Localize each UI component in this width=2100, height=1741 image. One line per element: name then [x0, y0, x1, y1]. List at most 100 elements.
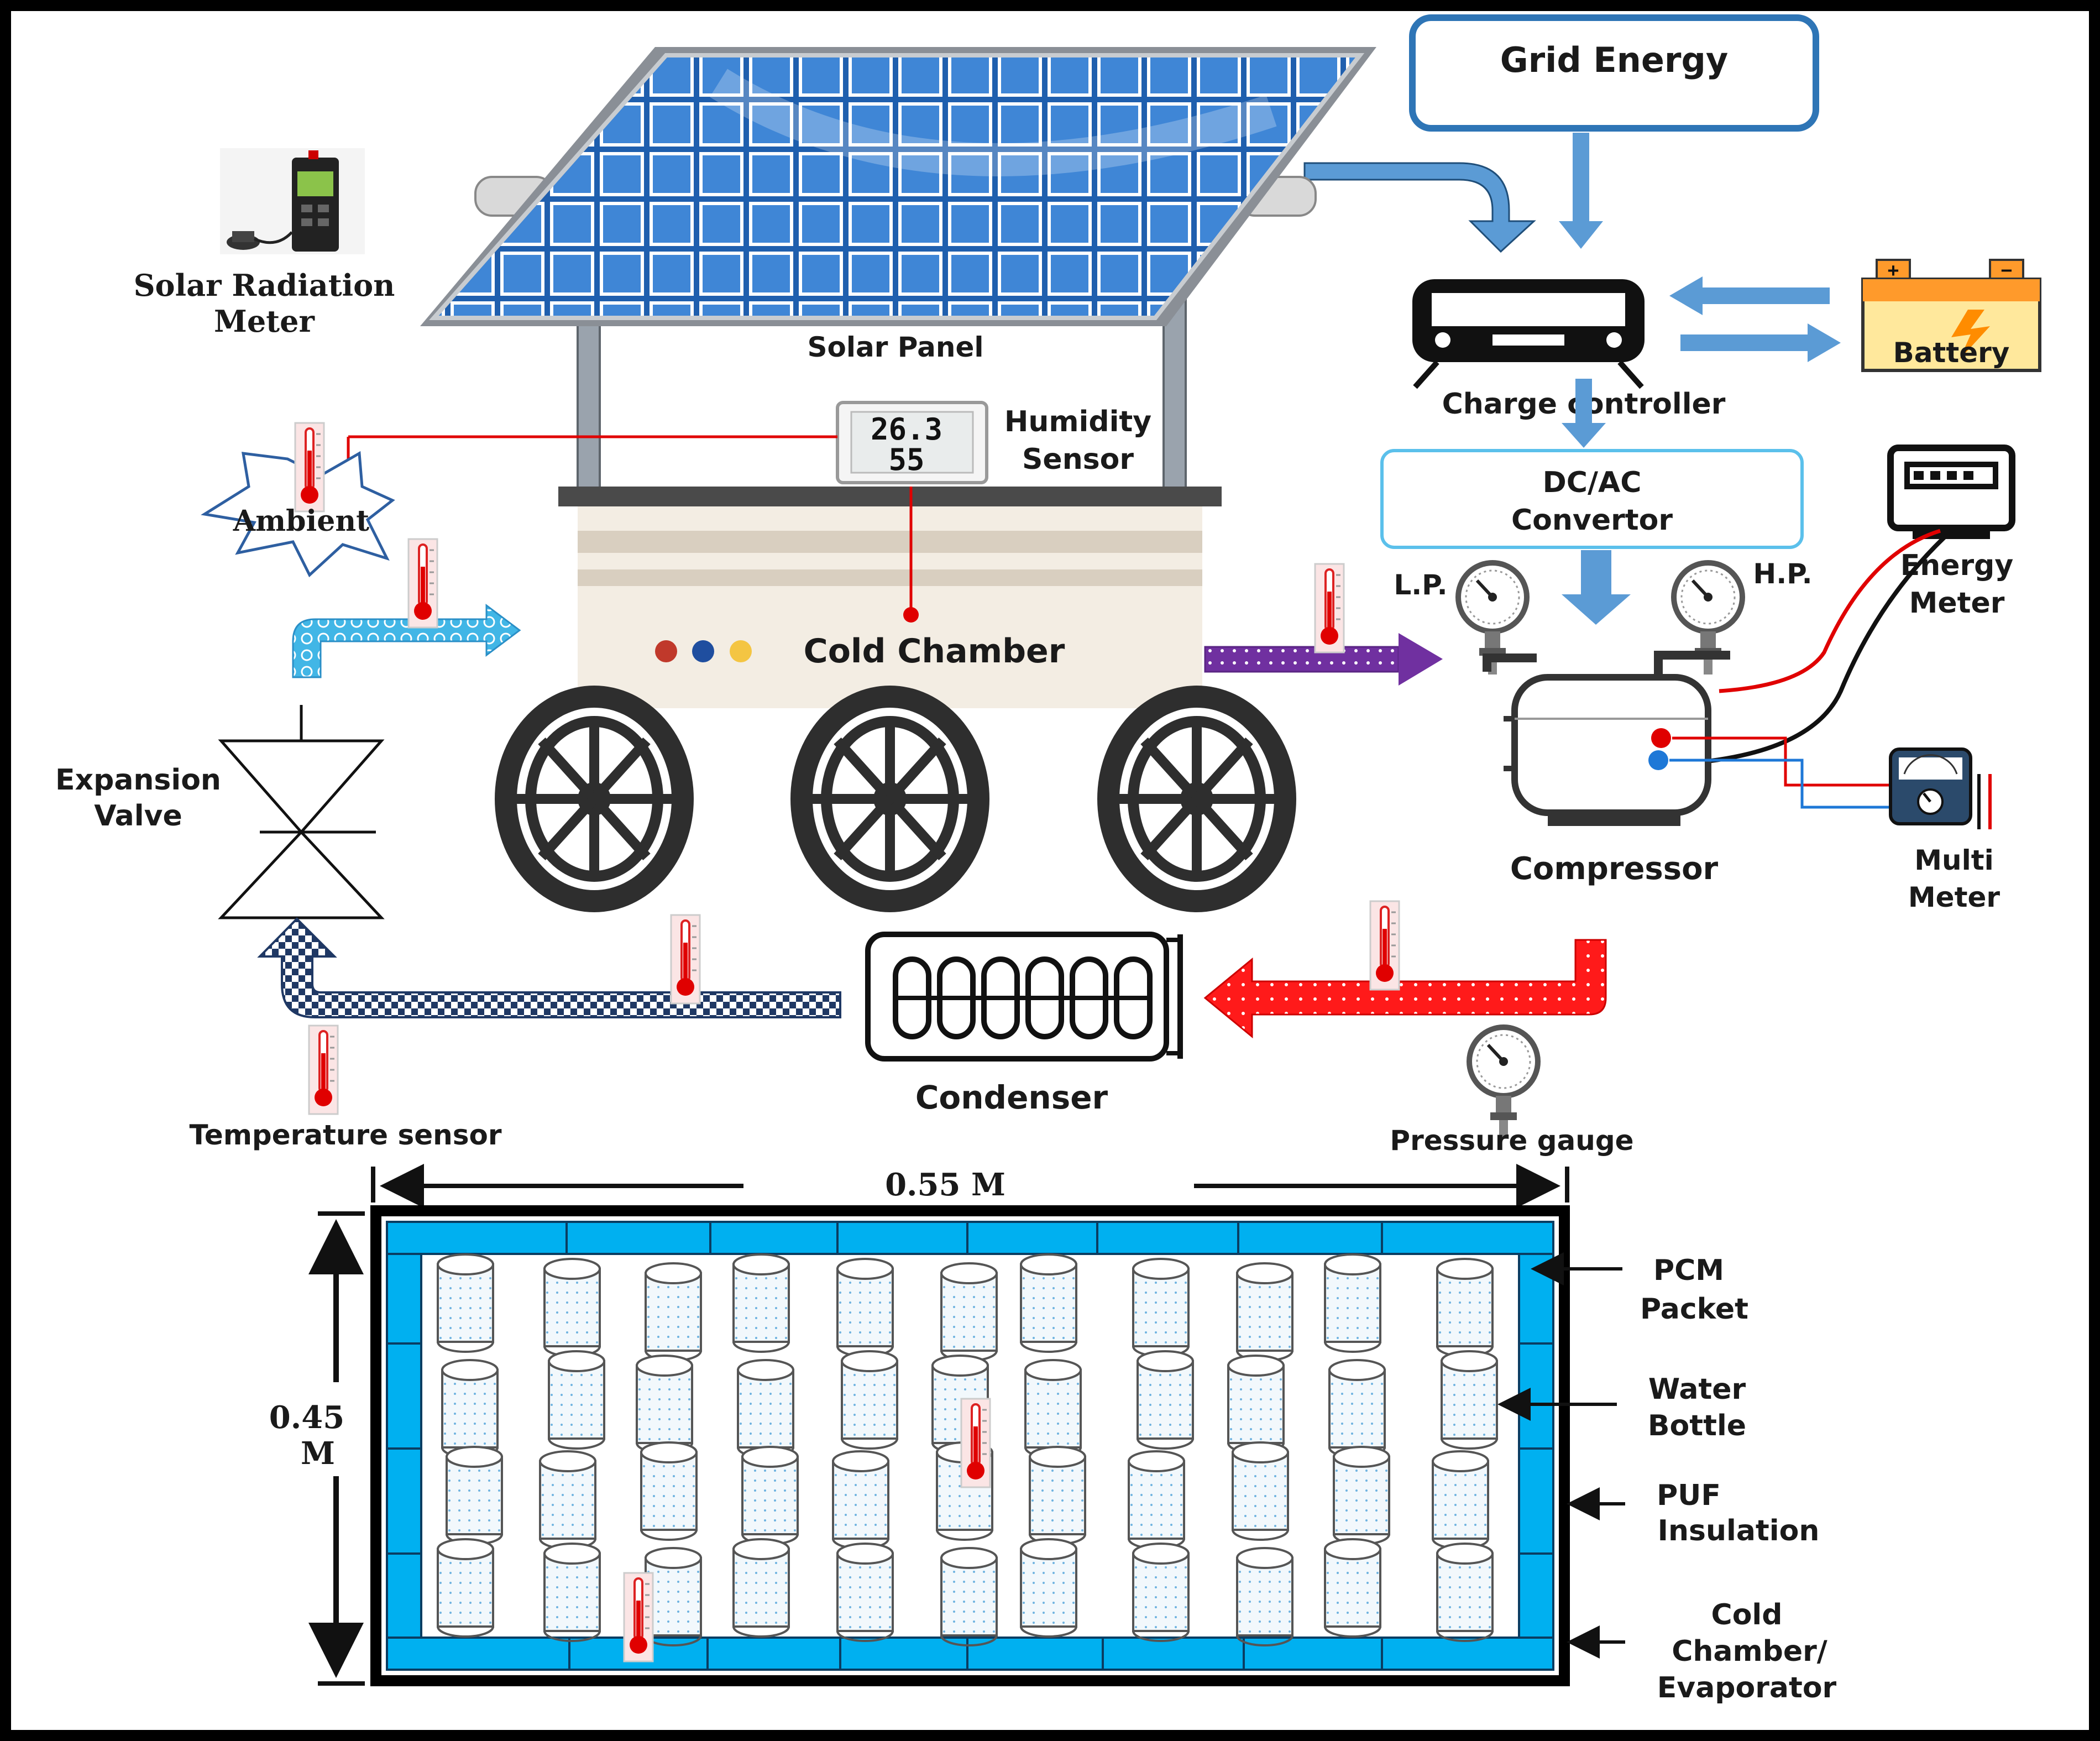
water-bottle: [940, 1262, 998, 1362]
battery-to-controller-arrow: [1669, 276, 1830, 315]
water-bottle: [836, 1258, 894, 1357]
puf-label-line2: Insulation: [1658, 1514, 1820, 1547]
bottle-thermometer-icon: [960, 1398, 991, 1488]
pressure-gauge-legend-icon: [1469, 1027, 1538, 1139]
indicator-blue-dot: [692, 640, 714, 662]
multimeter-label-line1: Multi: [1914, 844, 1994, 876]
water-bottle: [1328, 1359, 1386, 1458]
expansion-valve-icon: [218, 705, 385, 919]
valve-to-chamber-arrow: [292, 604, 521, 678]
cold-chamber-label: Cold Chamber: [804, 632, 1065, 671]
water-bottle: [1324, 1253, 1381, 1353]
hygrometer-temp-readout: 26.3: [871, 412, 942, 447]
water-bottle: [543, 1543, 601, 1642]
indicator-red-dot: [655, 640, 677, 662]
solar-radiation-meter-label-line2: Meter: [214, 304, 315, 339]
svg-text:+: +: [1888, 259, 1899, 281]
multimeter-icon: [1889, 747, 1992, 829]
valve-outlet-thermometer-icon: [407, 538, 438, 629]
multimeter-label-line2: Meter: [1908, 881, 2000, 913]
dcac-label-line1: DC/AC: [1543, 466, 1642, 499]
expansion-valve-label-line1: Expansion: [55, 764, 221, 797]
temperature-sensor-label: Temperature sensor: [189, 1119, 501, 1151]
black-wire-energy-meter: [1691, 529, 1953, 765]
ambient-thermometer-icon: [294, 422, 325, 513]
pcm-label-line1: PCM: [1653, 1254, 1724, 1287]
water-bottle: [441, 1359, 499, 1458]
water-bottle: [1137, 1350, 1194, 1450]
water-bottle: [741, 1446, 799, 1545]
water-bottle: [1024, 1359, 1082, 1458]
cart-wheel-right: [1097, 686, 1296, 912]
evaporator-label-line2: Chamber/: [1672, 1635, 1827, 1668]
discharge-thermometer-icon: [1369, 900, 1400, 991]
evaporator-label-line1: Cold: [1711, 1598, 1783, 1632]
water-bottle: [1236, 1262, 1293, 1362]
liquid-line-thermometer-icon: [670, 914, 701, 1005]
svg-text:−: −: [2001, 259, 2012, 281]
charge-controller-icon: [1412, 279, 1645, 389]
water-bottle: [1432, 1450, 1489, 1550]
height-dimension-label-line1: 0.45: [269, 1399, 344, 1436]
water-bottle: [832, 1450, 889, 1550]
compressor-label: Compressor: [1510, 851, 1719, 887]
water-bottle: [437, 1538, 494, 1638]
dcac-convertor-box: DC/AC Convertor: [1380, 449, 1804, 549]
water-bottle: [1236, 1547, 1293, 1646]
energy-meter-icon: [1887, 445, 2015, 539]
water-bottle: [1232, 1441, 1289, 1541]
humidity-sensor-label-line2: Sensor: [1022, 443, 1134, 476]
ambient-label: Ambient: [233, 504, 369, 538]
grid-energy-label: Grid Energy: [1500, 40, 1729, 80]
indicator-yellow-dot: [730, 640, 752, 662]
solar-radiation-meter-icon: [220, 148, 365, 254]
condenser-icon: [865, 932, 1183, 1062]
battery-icon: + − Battery: [1861, 259, 2041, 372]
controller-to-battery-arrow: [1680, 323, 1841, 362]
water-bottle-label-line1: Water: [1648, 1373, 1746, 1406]
water-bottle: [1132, 1543, 1190, 1642]
water-bottle: [1441, 1350, 1498, 1450]
lp-label: L.P.: [1394, 569, 1447, 601]
expansion-valve-label-line2: Valve: [94, 799, 182, 833]
cart-body: [558, 487, 1222, 708]
convertor-to-compressor-arrow: [1562, 550, 1631, 625]
compressor-to-condenser-arrow: [1203, 939, 1607, 1039]
hygrometer-humidity-readout: 55: [888, 442, 924, 477]
water-bottle: [1436, 1258, 1494, 1357]
battery-label: Battery: [1893, 337, 2010, 369]
water-bottle: [1324, 1538, 1381, 1638]
humidity-sensor-icon: 26.3 55: [836, 401, 988, 484]
chamber-to-compressor-arrow: [1204, 633, 1443, 686]
suction-thermometer-icon: [1314, 563, 1345, 653]
water-bottle: [539, 1450, 596, 1550]
solar-panel-label: Solar Panel: [808, 331, 984, 363]
width-dimension: [371, 1164, 1569, 1208]
solar-panel-frame: [420, 47, 1376, 493]
pressure-gauge-label: Pressure gauge: [1390, 1125, 1633, 1157]
water-bottle: [446, 1446, 503, 1545]
humidity-probe-dot: [903, 607, 919, 623]
water-bottle: [1029, 1446, 1086, 1545]
blue-wire-multimeter: [1669, 759, 1890, 809]
water-bottle-label-line2: Bottle: [1648, 1409, 1746, 1442]
controller-to-convertor-arrow: [1562, 379, 1606, 448]
hp-label: H.P.: [1753, 558, 1812, 590]
grid-to-controller-arrow: [1559, 133, 1603, 249]
water-bottle: [543, 1258, 601, 1357]
solar-radiation-meter-label-line1: Solar Radiation: [134, 268, 395, 303]
height-dimension-label-line2: M: [301, 1435, 335, 1472]
water-bottle: [1020, 1253, 1077, 1353]
condenser-to-valve-arrow: [257, 917, 841, 1018]
temperature-sensor-legend-icon: [308, 1024, 339, 1115]
water-bottle: [645, 1547, 702, 1646]
water-bottle: [1020, 1538, 1077, 1638]
cart-wheel-left: [495, 686, 694, 912]
water-bottle: [636, 1355, 693, 1454]
water-bottle: [548, 1350, 605, 1450]
grid-energy-box: Grid Energy: [1409, 14, 1819, 132]
water-bottle: [940, 1547, 998, 1646]
water-bottle: [732, 1253, 790, 1353]
